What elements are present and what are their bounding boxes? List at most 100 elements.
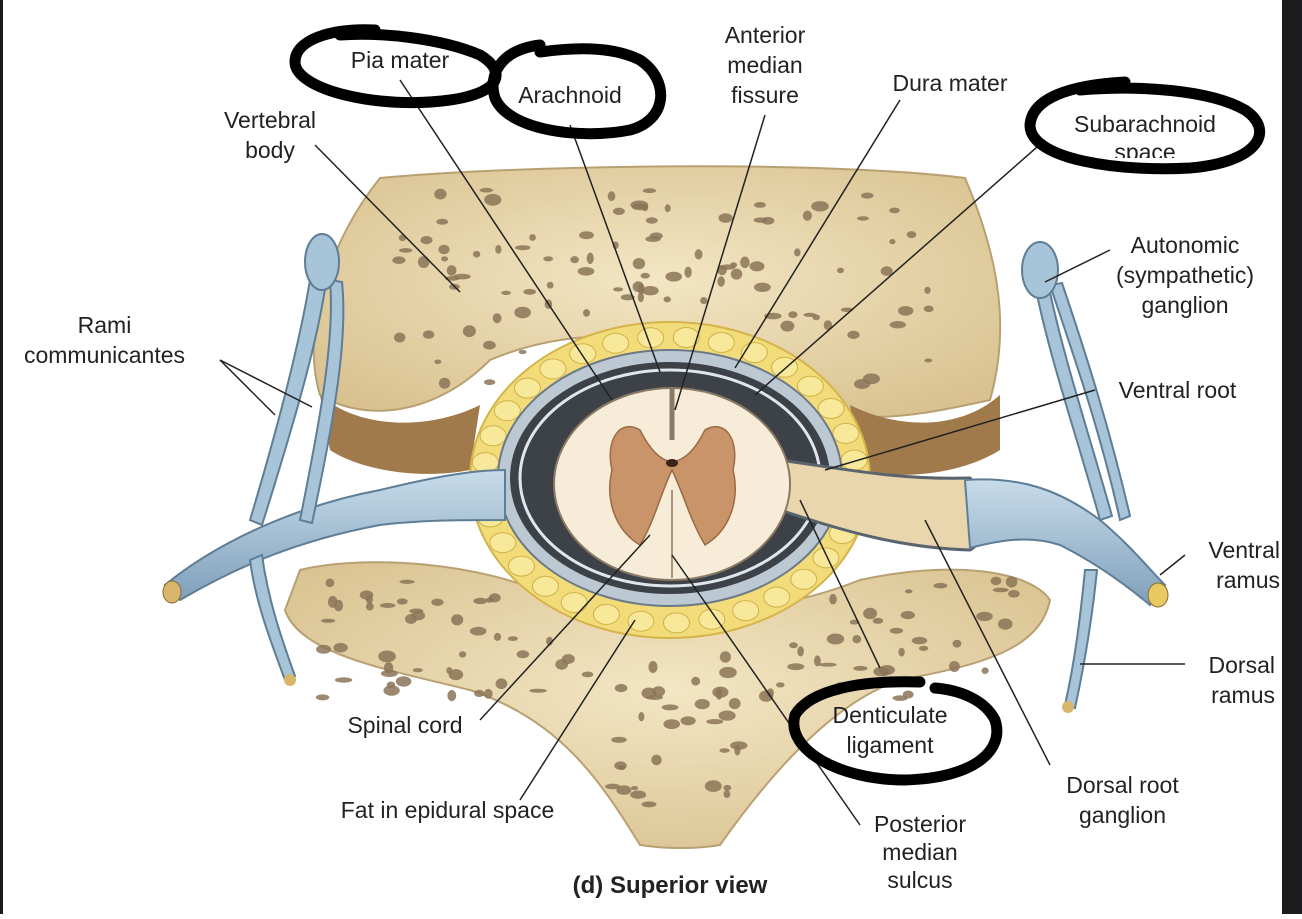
bone-pore [334,677,353,683]
bone-pore [933,582,948,589]
bone-pore [906,231,917,239]
bone-pore [651,754,662,766]
fat-lobule [560,592,588,614]
bone-pore [952,639,962,648]
bone-pore [333,642,348,653]
left-dorsal-ramus [248,553,297,682]
label-posterior-line1: Posterior [873,811,967,837]
left-dorsal-end [284,674,296,686]
bone-pore [458,651,467,658]
left-spinal-nerve [163,468,506,602]
fat-lobule [569,343,597,365]
bone-pore [717,276,725,287]
fat-lobule [592,603,620,625]
bone-pore [663,296,671,303]
bone-pore [583,309,590,317]
label-autonomic-line2: (sympathetic) [1115,262,1255,288]
left-nerve-end [162,580,182,604]
bone-pore [923,305,934,313]
bone-pore [829,593,837,605]
bone-pore [663,719,680,729]
label-arachnoid: Arachnoid [518,82,622,108]
bone-pore [918,645,929,651]
bone-pore [412,668,423,673]
label-denticulate-ligament: Denticulate ligament [815,700,965,760]
bone-pore [395,676,412,687]
bone-pore [730,262,738,268]
bone-pore [441,256,449,262]
circle-pia-mater [289,24,502,109]
label-anterior-line1: Anterior [724,22,806,48]
fat-lobule [832,422,860,444]
bone-pore [718,213,733,223]
right-dorsal-ramus [1063,569,1099,710]
label-autonomic-line3: ganglion [1141,292,1229,318]
bone-pore [691,676,701,686]
bone-pore [652,686,666,697]
label-ventral-ramus-line2: ramus [1216,567,1280,593]
bone-pore [694,249,703,260]
bone-pore [719,748,730,753]
bone-pore [383,685,400,696]
fat-lobule [532,575,559,597]
bone-pore [434,188,447,200]
bone-pore [365,602,374,611]
bone-pore [359,590,374,600]
label-dorsal-ramus: Dorsal ramus [1185,650,1275,710]
bone-pore [728,698,741,710]
bone-pore [803,312,817,317]
bone-pore [753,202,766,208]
bone-pore [640,272,650,279]
bone-pore [684,266,692,278]
bone-pore [392,256,406,265]
left-rami [248,278,328,527]
leader-lines [219,79,1186,826]
bone-pore [523,288,537,295]
bone-pore [492,313,502,324]
bone-pore [448,669,464,681]
label-rami-line1: Rami [77,312,132,338]
bone-pore [611,736,627,743]
bone-pore [518,349,527,355]
gray-matter-shape [609,426,736,547]
bone-pore [630,790,647,799]
bone-pore [924,286,931,294]
right-nerve-end [1147,582,1169,608]
bone-pore [438,377,451,389]
right-rami [1033,281,1114,522]
label-posterior-line2: median [882,839,958,865]
bone-pore [852,635,862,644]
label-anterior-line3: fissure [731,82,799,108]
bone-pore [616,785,632,795]
bone-pore [637,292,645,303]
bone-pore [664,204,671,213]
label-dura-mater: Dura mater [892,70,1008,96]
fat-lobule [602,332,630,354]
bone-pore [898,306,914,316]
label-ventral-root: Ventral root [1118,377,1237,403]
bone-pore [315,694,330,701]
bone-pore [853,665,868,671]
bone-pore [889,207,900,214]
bone-pore [642,188,657,194]
bone-pore [719,666,737,679]
right-spinal-nerve [963,478,1167,607]
label-subarachnoid-line2: space [1114,139,1176,158]
bone-pore [645,217,658,224]
bone-pore [451,614,464,626]
label-anterior-median-fissure: Anterior median fissure [700,20,830,110]
label-dorsal-ramus-line2: ramus [1211,682,1275,708]
bone-pore [379,603,396,608]
fat-lobule [763,586,791,608]
label-ventral-ramus-line1: Ventral [1208,537,1280,563]
bone-pore [730,268,743,280]
fat-lobule [479,425,507,447]
fat-lobule [771,356,798,378]
label-autonomic-line1: Autonomic [1130,232,1240,258]
bone-pore [898,647,905,657]
bone-pore [570,256,579,264]
label-drg-line1: Dorsal root [1066,772,1179,798]
bone-pore [740,256,750,269]
marker-annotations [289,24,1266,786]
bone-pore [399,248,413,253]
